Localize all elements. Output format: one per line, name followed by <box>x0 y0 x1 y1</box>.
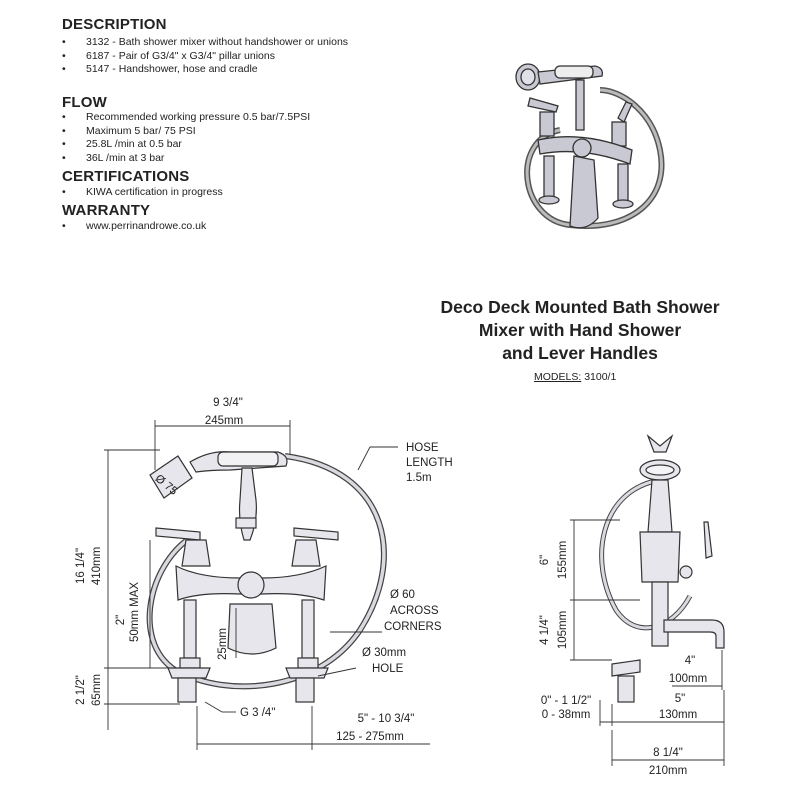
list-item: 25.8L /min at 0.5 bar <box>62 138 386 152</box>
dim-centres-in: 5" - 10 3/4" <box>358 713 415 725</box>
dim-spout-height: 25mm <box>217 628 229 660</box>
list-item: 5147 - Handshower, hose and cradle <box>62 63 386 77</box>
models-value: 3100/1 <box>584 371 617 383</box>
models-label: MODELS: <box>534 371 582 383</box>
certifications-list: KIWA certification in progress <box>62 186 386 200</box>
product-title: Deco Deck Mounted Bath Shower Mixer with… <box>410 296 750 365</box>
dim-width-in: 9 3/4" <box>213 397 243 409</box>
list-item: KIWA certification in progress <box>62 186 386 200</box>
dim-max-mm: 50mm MAX <box>129 582 141 642</box>
warranty-list: www.perrinandrowe.co.uk <box>62 220 386 234</box>
warranty-heading: WARRANTY <box>62 202 151 219</box>
dim-total-in: 8 1/4" <box>653 747 683 759</box>
across-label-3: CORNERS <box>384 621 442 633</box>
dim-height-in: 16 1/4" <box>75 548 87 584</box>
dim-reach-mm: 100mm <box>669 673 707 685</box>
flow-list: Recommended working pressure 0.5 bar/7.5… <box>62 111 386 165</box>
hole-label-1: Ø 30mm <box>362 647 406 659</box>
dim-total-mm: 210mm <box>649 765 687 777</box>
description-heading: DESCRIPTION <box>62 16 167 33</box>
title-line: Mixer with Hand Shower <box>478 320 682 340</box>
thread-label: G 3 /4" <box>240 707 275 719</box>
product-render-image <box>515 63 665 229</box>
dim-base-mm: 65mm <box>91 674 103 706</box>
list-item: Recommended working pressure 0.5 bar/7.5… <box>62 111 386 125</box>
dim-lower-in: 4 1/4" <box>539 615 551 645</box>
hose-label-2: LENGTH <box>406 457 453 469</box>
list-item: 6187 - Pair of G3/4" x G3/4" pillar unio… <box>62 50 386 64</box>
dim-upper-mm: 155mm <box>557 541 569 579</box>
flow-heading: FLOW <box>62 94 107 111</box>
title-line: and Lever Handles <box>502 343 658 363</box>
list-item: 36L /min at 3 bar <box>62 152 386 166</box>
title-line: Deco Deck Mounted Bath Shower <box>440 297 720 317</box>
dim-spout-mm: 130mm <box>659 709 697 721</box>
dim-width-mm: 245mm <box>205 415 243 427</box>
dim-spout-in: 5" <box>675 693 685 705</box>
hose-label-1: HOSE <box>406 442 439 454</box>
dim-height-mm: 410mm <box>91 547 103 585</box>
dim-max-in: 2" <box>115 615 127 625</box>
description-list: 3132 - Bath shower mixer without handsho… <box>62 36 386 77</box>
dim-base-in: 2 1/2" <box>75 675 87 705</box>
dim-reach-in: 4" <box>685 655 695 667</box>
dim-centres-mm: 125 - 275mm <box>336 731 404 743</box>
list-item: 3132 - Bath shower mixer without handsho… <box>62 36 386 50</box>
certifications-heading: CERTIFICATIONS <box>62 168 190 185</box>
list-item: Maximum 5 bar/ 75 PSI <box>62 125 386 139</box>
across-label-2: ACROSS <box>390 605 439 617</box>
models-line: MODELS: 3100/1 <box>534 371 616 383</box>
dim-offset-in: 0" - 1 1/2" <box>541 695 591 707</box>
hole-label-2: HOLE <box>372 663 404 675</box>
dim-upper-in: 6" <box>539 555 551 565</box>
dim-lower-mm: 105mm <box>557 611 569 649</box>
dim-offset-mm: 0 - 38mm <box>542 709 591 721</box>
list-item[interactable]: www.perrinandrowe.co.uk <box>62 220 386 234</box>
hose-label-3: 1.5m <box>406 472 432 484</box>
across-label-1: Ø 60 <box>390 589 415 601</box>
